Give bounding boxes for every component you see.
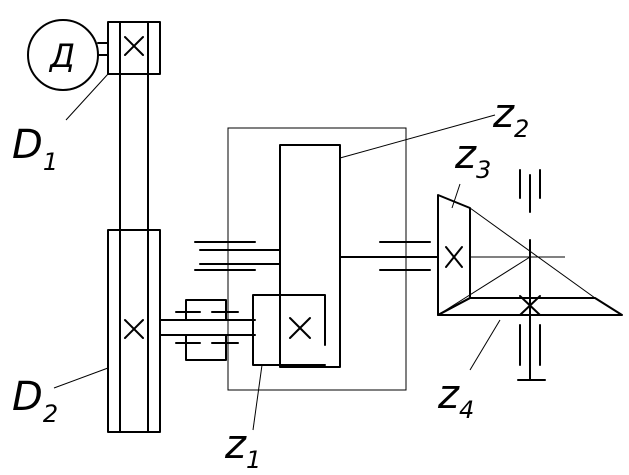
input-shaft <box>159 299 256 361</box>
label-z3: z3 <box>454 132 491 184</box>
gear-z1-teeth <box>279 294 326 366</box>
leader-z4 <box>469 319 501 371</box>
bevel-gear-z4-cone-line <box>437 256 531 316</box>
belt <box>119 21 149 433</box>
label-d2: D2 <box>12 374 58 428</box>
gear-z1 <box>252 294 326 366</box>
motor: Д <box>27 19 109 91</box>
leader-z1 <box>252 364 263 431</box>
pulley-d1-bearing-cross-b <box>124 36 144 56</box>
gear-z2 <box>279 144 341 368</box>
label-z2: z2 <box>492 91 529 143</box>
output-shaft <box>517 169 546 381</box>
gear-z2-body <box>279 144 341 368</box>
leader-lines <box>53 73 501 431</box>
leader-d1 <box>65 73 109 121</box>
bevel-gear-z4-body <box>437 297 623 316</box>
label-z1: z1 <box>224 422 261 474</box>
intermediate-shaft <box>194 241 439 271</box>
label-z4: z4 <box>437 372 474 424</box>
bevel-gear-z3-cone-line <box>469 207 596 299</box>
leader-z2 <box>339 114 496 159</box>
gear-z1-cross-b <box>289 317 311 339</box>
input-bearing-lower <box>185 334 227 361</box>
motor-symbol: Д <box>48 37 75 75</box>
bevel-gear-z3-body <box>437 194 471 316</box>
pulley-d1 <box>107 21 161 75</box>
pulley-d2-bearing-cross-b <box>124 319 144 339</box>
input-bearing-upper <box>185 299 227 321</box>
leader-d2 <box>53 367 109 389</box>
pulley-d2-rim <box>107 229 161 433</box>
label-d1: D1 <box>12 122 58 176</box>
bevel-gear-z3-cross-b <box>445 246 463 268</box>
leader-z3 <box>451 183 461 209</box>
pulley-d2 <box>107 229 161 433</box>
gearbox-housing <box>227 127 407 391</box>
gear-z1-body <box>252 294 281 366</box>
pulley-d1-rim <box>107 21 161 75</box>
